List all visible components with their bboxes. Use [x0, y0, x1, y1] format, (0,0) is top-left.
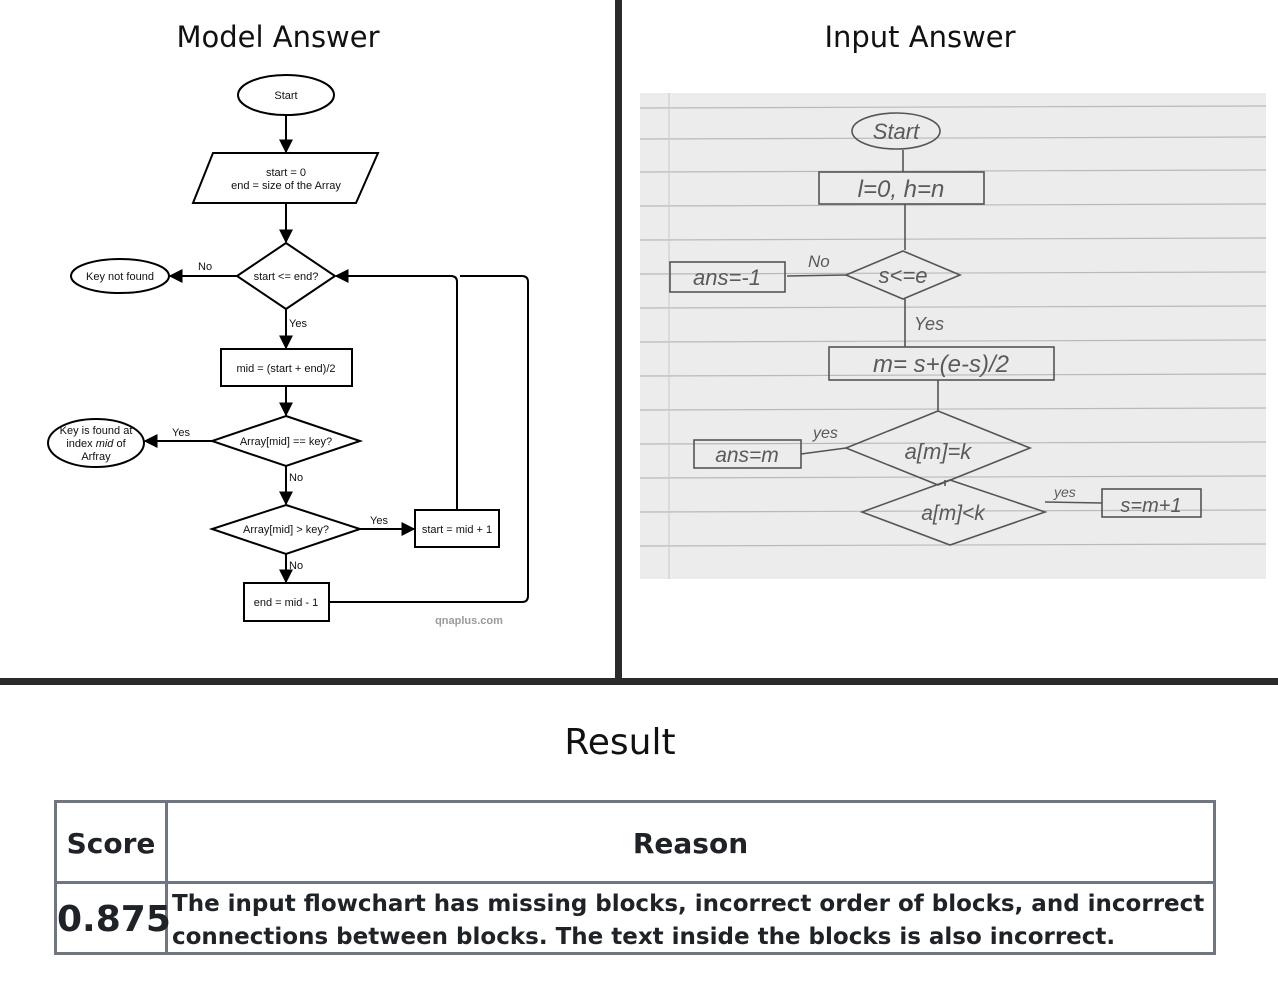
edge-yes-loop: Yes	[289, 318, 307, 330]
hw-edge-yes-less: yes	[1053, 484, 1076, 500]
hw-found-label: ans=m	[715, 444, 779, 467]
score-value: 0.875	[57, 899, 171, 940]
hw-mid-label: m= s+(e-s)/2	[873, 351, 1009, 378]
loop-condition-label: start <= end?	[254, 271, 319, 283]
reason-line-2: connections between blocks. The text ins…	[172, 924, 1116, 950]
watermark: qnaplus.com	[435, 615, 503, 627]
input-answer-photo: Start l=0, h=n s<=e ans=-1 m= s+(e-s)/2 …	[639, 93, 1267, 579]
hw-not-found-label: ans=-1	[693, 265, 761, 290]
result-table: Score Reason 0.875 The input flowchart h…	[54, 800, 1216, 955]
hw-loop-label: s<=e	[879, 263, 928, 288]
init-label-2: end = size of the Array	[231, 180, 341, 192]
hw-loop-diamond	[843, 250, 963, 300]
key-found-label-3: Arfray	[81, 451, 111, 463]
result-title: Result	[564, 722, 676, 763]
hw-less-label: a[m]<k	[921, 502, 986, 525]
panel-divider-horizontal	[0, 678, 1278, 685]
hw-less-diamond	[859, 479, 1048, 546]
end-update-label: end = mid - 1	[254, 597, 319, 609]
hw-start-label: Start	[873, 119, 920, 144]
greater-condition-label: Array[mid] > key?	[243, 524, 329, 536]
key-not-found-label: Key not found	[86, 271, 154, 283]
hw-edge-yes-equal: yes	[812, 425, 838, 442]
model-answer-flowchart: Start start = 0 end = size of the Array …	[47, 74, 529, 627]
table-column-divider	[165, 803, 168, 952]
hw-edge-no: No	[808, 252, 830, 271]
hw-init-box	[818, 171, 985, 205]
hw-not-found-box	[669, 261, 786, 293]
edge-no-greater: No	[289, 560, 303, 572]
hw-edge-yes-loop: Yes	[914, 314, 944, 334]
edge-yes-greater: Yes	[370, 515, 388, 527]
mid-calc-label: mid = (start + end)/2	[236, 363, 335, 375]
score-header: Score	[66, 827, 156, 860]
init-label-1: start = 0	[266, 167, 306, 179]
edge-yes-equal: Yes	[172, 427, 190, 439]
key-found-label-2: index mid of	[66, 438, 126, 450]
hw-start-update-label: s=m+1	[1120, 495, 1181, 517]
table-row-divider	[57, 881, 1213, 884]
hw-init-label: l=0, h=n	[858, 176, 945, 203]
reason-text: The input flowchart has missing blocks, …	[172, 888, 1212, 954]
panel-divider-vertical	[615, 0, 622, 678]
start-update-label: start = mid + 1	[422, 524, 492, 536]
edge-no-equal: No	[289, 472, 303, 484]
equal-condition-label: Array[mid] == key?	[240, 436, 332, 448]
start-update-box	[414, 509, 500, 548]
reason-header: Reason	[632, 827, 749, 860]
notebook-paper	[640, 93, 1266, 579]
reason-line-1: The input flowchart has missing blocks, …	[172, 891, 1205, 917]
init-parallelogram	[191, 152, 380, 204]
hw-mid-box	[828, 346, 1055, 381]
hw-equal-label: a[m]=k	[905, 439, 973, 464]
model-answer-title: Model Answer	[176, 20, 380, 54]
edge-no-loop: No	[198, 261, 212, 273]
key-found-label-1: Key is found at	[60, 425, 133, 437]
end-update-box	[243, 582, 330, 622]
input-answer-title: Input Answer	[824, 20, 1016, 54]
start-label: Start	[274, 90, 297, 102]
hw-start-oval	[851, 112, 941, 150]
